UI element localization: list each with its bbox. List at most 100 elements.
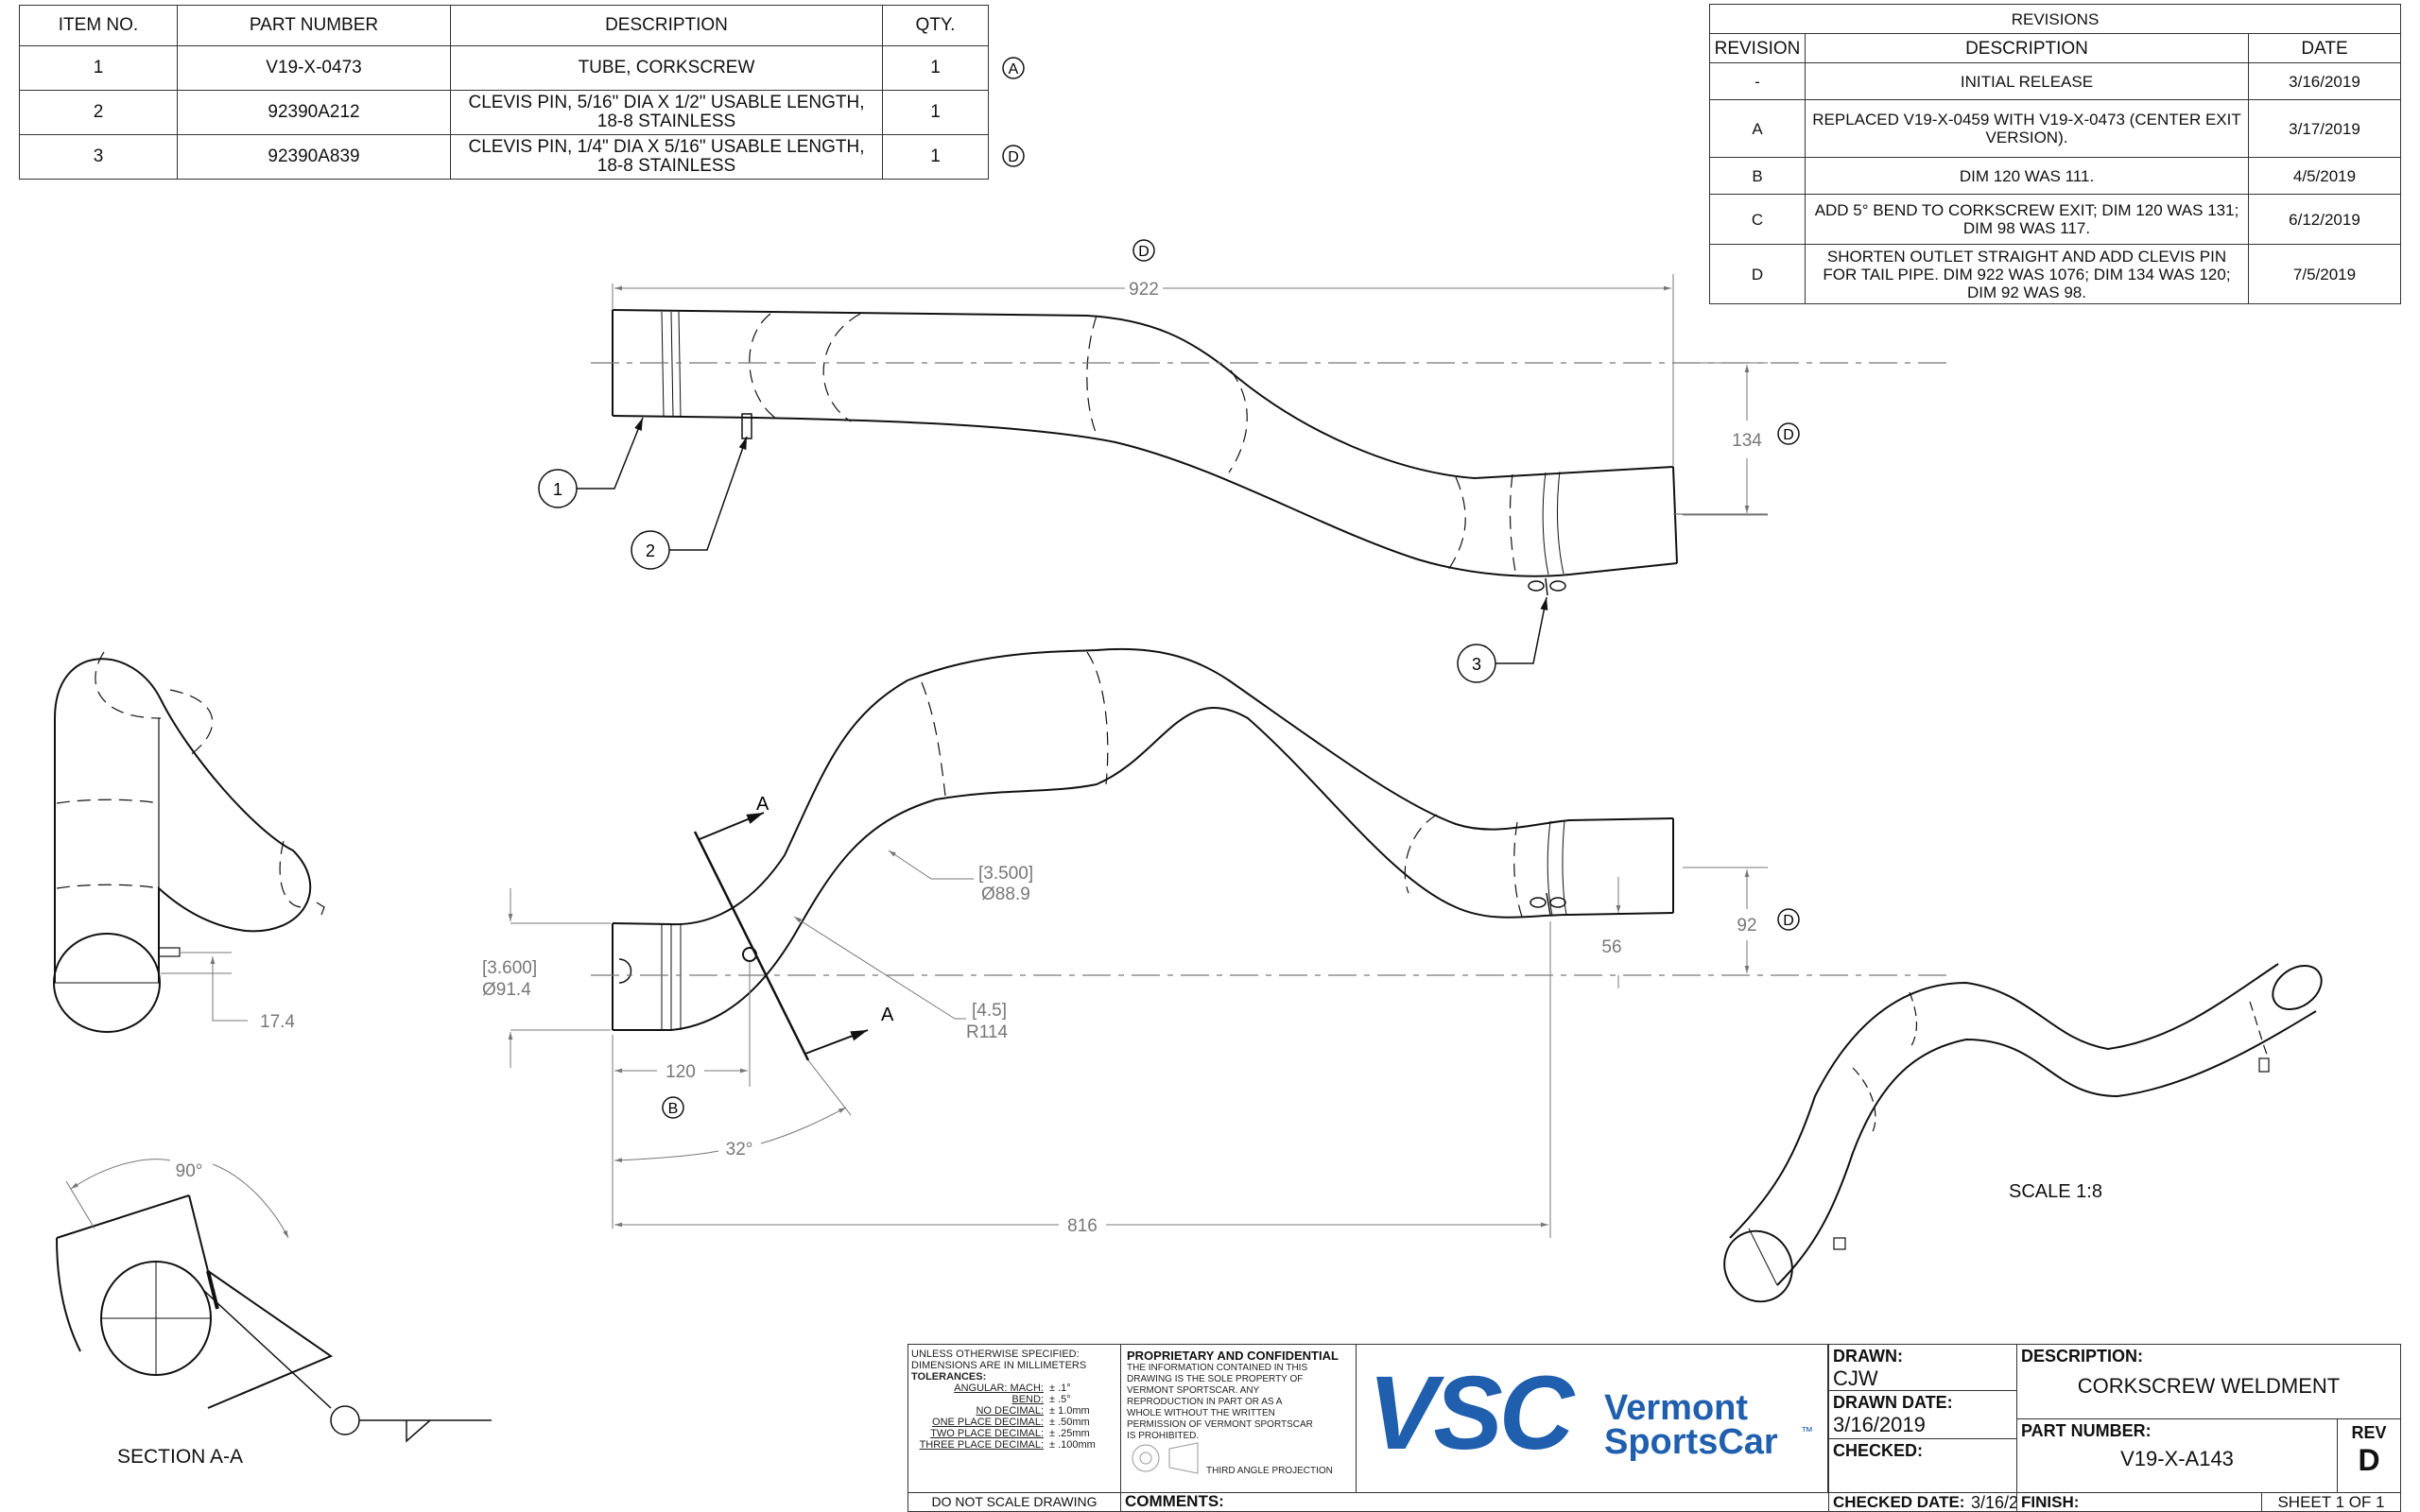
- sheet-number: SHEET 1 OF 1: [2261, 1492, 2401, 1512]
- table-row: 1 V19-X-0473 TUBE, CORKSCREW 1: [19, 45, 989, 91]
- tolerance-row: ANGULAR: MACH: ± .1°: [911, 1383, 1117, 1394]
- dim-92: 92: [1683, 867, 1768, 973]
- tol-text: UNLESS OTHERWISE SPECIFIED:: [911, 1349, 1080, 1360]
- logo-vermont: Vermont: [1604, 1388, 1749, 1428]
- proprietary-block: PROPRIETARY AND CONFIDENTIAL THE INFORMA…: [1120, 1344, 1357, 1493]
- tolerance-row: TWO PLACE DECIMAL: ± .25mm: [911, 1428, 1117, 1439]
- bom-cell: 2: [19, 90, 178, 135]
- drawn-date-value: 3/16/2019: [1833, 1413, 1926, 1436]
- svg-text:D: D: [1783, 427, 1794, 443]
- dim-dia-88-9: [3.500] Ø88.9: [888, 850, 1033, 904]
- clevis-pin-3: [1528, 577, 1566, 596]
- tolerance-key: ANGULAR: MACH:: [954, 1383, 1044, 1394]
- vsc-logo: VSC: [1368, 1355, 1574, 1471]
- tolerance-value: ± .5°: [1049, 1394, 1071, 1405]
- side-view-tube: [53, 651, 325, 1033]
- finish-cell: FINISH:: [2016, 1492, 2262, 1512]
- tolerance-value: ± .1°: [1049, 1383, 1071, 1394]
- tol-text: DIMENSIONS ARE IN MILLIMETERS: [911, 1360, 1087, 1371]
- drawn-cell: DRAWN: CJW: [1828, 1344, 2017, 1391]
- rev-d-marker: D: [1132, 239, 1155, 262]
- rev-value: D: [2358, 1443, 2380, 1477]
- drawn-date-cell: DRAWN DATE: 3/16/2019: [1828, 1390, 2017, 1439]
- projection-icon: [1132, 1442, 1199, 1474]
- part-number-cell: PART NUMBER: V19-X-A143: [2016, 1418, 2338, 1493]
- table-row: 3 92390A839 CLEVIS PIN, 1/4" DIA X 5/16"…: [19, 134, 989, 180]
- checked-cell: CHECKED:: [1828, 1438, 2017, 1493]
- rev-b-marker: B: [662, 1096, 684, 1119]
- checked-date-label: CHECKED DATE:: [1833, 1493, 1965, 1511]
- svg-text:Ø88.9: Ø88.9: [981, 885, 1030, 904]
- svg-text:A: A: [1009, 61, 1019, 77]
- svg-text:[4.5]: [4.5]: [972, 1001, 1007, 1021]
- checked-date-cell: CHECKED DATE: 3/16/2019: [1828, 1492, 2017, 1512]
- svg-text:Ø91.4: Ø91.4: [482, 980, 531, 1000]
- logo-sportscar: SportsCar: [1604, 1422, 1778, 1462]
- bom-cell: CLEVIS PIN, 1/4" DIA X 5/16" USABLE LENG…: [450, 134, 883, 180]
- svg-text:D: D: [1138, 244, 1150, 260]
- rev-d-marker: D: [1777, 908, 1800, 931]
- bom-cell: CLEVIS PIN, 5/16" DIA X 1/2" USABLE LENG…: [450, 90, 883, 135]
- tolerance-key: NO DECIMAL:: [976, 1405, 1044, 1417]
- checked-date-text: 3/16/2019: [1971, 1493, 2017, 1512]
- tolerance-key: TWO PLACE DECIMAL:: [930, 1428, 1044, 1439]
- rev-cell: 6/12/2019: [2248, 194, 2401, 245]
- rev-label: REV: [2351, 1423, 2387, 1442]
- description-label: DESCRIPTION:: [2021, 1347, 2144, 1366]
- bom-header-item: ITEM NO.: [19, 5, 178, 46]
- section-cut-line: A A: [693, 794, 894, 1061]
- top-view-tube: [612, 309, 1678, 577]
- finish-label: FINISH:: [2021, 1493, 2080, 1511]
- rev-cell: 7/5/2019: [2248, 244, 2401, 304]
- dim-90deg: 90°: [65, 1159, 289, 1239]
- rev-cell: B: [1709, 157, 1806, 195]
- tolerance-key: BEND:: [1011, 1394, 1044, 1405]
- dim-dia-91-4: [3.600] Ø91.4: [482, 888, 611, 1068]
- dim-r114: [4.5] R114: [793, 916, 1008, 1042]
- rev-d-marker: D: [1777, 422, 1800, 445]
- rev-cell: 4/5/2019: [2248, 157, 2401, 195]
- tolerance-value: ± 1.0mm: [1049, 1405, 1090, 1417]
- tolerance-row: THREE PLACE DECIMAL:± .100mm: [911, 1439, 1117, 1451]
- drawn-value: CJW: [1833, 1366, 1878, 1390]
- iso-view-tube: [1723, 963, 2323, 1303]
- rev-cell: 3/17/2019: [2248, 99, 2401, 158]
- callout-1: 1: [538, 417, 644, 508]
- rev-cell: D: [1709, 244, 1806, 304]
- bom-cell: 1: [882, 134, 989, 180]
- tol-title: TOLERANCES:: [911, 1371, 987, 1383]
- bom-header-qty: QTY.: [882, 5, 989, 46]
- tolerance-value: ± .25mm: [1049, 1428, 1090, 1439]
- comments-label: COMMENTS:: [1120, 1492, 1829, 1512]
- svg-text:32°: 32°: [726, 1140, 753, 1160]
- tolerance-key: THREE PLACE DECIMAL:: [919, 1439, 1044, 1451]
- svg-text:B: B: [668, 1101, 679, 1117]
- bom-cell: 92390A839: [177, 134, 451, 180]
- rev-cell: REPLACED V19-X-0459 WITH V19-X-0473 (CEN…: [1805, 99, 2249, 158]
- tolerance-row: NO DECIMAL: ± 1.0mm: [911, 1405, 1117, 1417]
- bom-rev-d-marker: D: [1002, 145, 1025, 167]
- dim-134: 134: [1683, 362, 1768, 516]
- revisions-table: REVISIONS REVISION DESCRIPTION DATE -INI…: [1709, 4, 2401, 304]
- svg-text:120: 120: [666, 1062, 696, 1082]
- svg-text:R114: R114: [966, 1022, 1008, 1042]
- tolerance-value: ± .50mm: [1049, 1417, 1090, 1428]
- tolerance-block: UNLESS OTHERWISE SPECIFIED: DIMENSIONS A…: [908, 1344, 1121, 1493]
- svg-text:[3.500]: [3.500]: [978, 864, 1033, 884]
- dim-56: 56: [1601, 877, 1622, 988]
- tolerance-row: BEND: ± .5°: [911, 1394, 1117, 1405]
- svg-text:17.4: 17.4: [260, 1012, 295, 1032]
- front-view-tube: [612, 647, 1674, 1031]
- part-number-value: V19-X-A143: [2120, 1447, 2234, 1470]
- weld-symbol: [202, 1289, 492, 1443]
- bom-cell: 1: [882, 90, 989, 135]
- svg-text:D: D: [1008, 149, 1019, 165]
- dim-120: 120: [612, 962, 751, 1228]
- rev-cell: DIM 120 WAS 111.: [1805, 157, 2249, 195]
- bom-header-part: PART NUMBER: [177, 5, 451, 46]
- drawn-date-label: DRAWN DATE:: [1833, 1393, 1953, 1412]
- dim-17-4: 17.4: [161, 952, 295, 1032]
